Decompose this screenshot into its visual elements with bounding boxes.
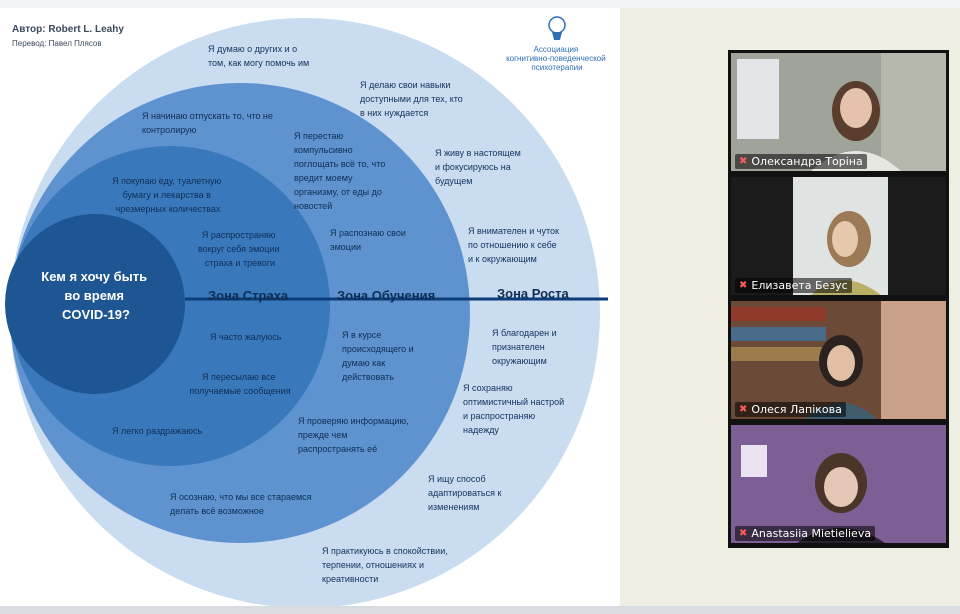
fear-zone-items: Я покупаю еду, туалетную бумагу и лекарс…	[112, 176, 291, 436]
logo-text: Ассоциация когнитивно-поведенческой псих…	[506, 45, 608, 72]
video-tile-participant[interactable]: ✖Anastasiia Mietielieva	[731, 425, 946, 543]
participant-name-label: ✖Олександра Торіна	[735, 154, 867, 169]
logo-bust-icon	[552, 32, 562, 40]
growth-item: Я делаю свои навыки доступными для тех, …	[360, 80, 465, 118]
growth-item: Я благодарен и признателен окружающим	[492, 328, 559, 366]
video-feed-2	[731, 177, 946, 295]
video-feed-3	[731, 301, 946, 419]
bottom-toolbar-strip	[0, 606, 960, 614]
learning-item: Я распознаю свои эмоции	[330, 228, 408, 252]
organization-logo: Ассоциация когнитивно-поведенческой псих…	[506, 16, 608, 72]
video-feed-1	[731, 53, 946, 171]
center-question: Кем я хочу быть во время COVID-19?	[41, 269, 150, 322]
video-tile-participant[interactable]: ✖Олеся Лапікова	[731, 301, 946, 419]
growth-zone-label: Зона Роста	[497, 286, 569, 301]
learning-item: Я осознаю, что мы все стараемся делать в…	[170, 492, 314, 516]
growth-item: Я практикуюсь в спокойствии, терпении, о…	[322, 546, 450, 584]
fear-item: Я пересылаю все получаемые сообщения	[189, 372, 290, 396]
learning-item: Я перестаю компульсивно поглощать всё то…	[294, 131, 388, 211]
growth-item: Я думаю о других и о том, как могу помоч…	[208, 44, 309, 68]
translation-text: Перевод: Павел Плясов	[12, 39, 102, 48]
muted-mic-icon: ✖	[739, 404, 748, 415]
author-text: Автор: Robert L. Leahy	[12, 24, 124, 35]
fear-item: Я распространяю вокруг себя эмоции страх…	[198, 230, 282, 268]
video-tile-participant[interactable]: ✖Олександра Торіна	[731, 53, 946, 171]
learning-zone-items: Я начинаю отпускать то, что не контролир…	[142, 111, 416, 516]
muted-mic-icon: ✖	[739, 280, 748, 291]
growth-zone-items: Я думаю о других и о том, как могу помоч…	[208, 44, 567, 584]
learning-item: Я начинаю отпускать то, что не контролир…	[142, 111, 275, 135]
participant-name-label: ✖Олеся Лапікова	[735, 402, 846, 417]
fear-zone-label: Зона Страха	[208, 288, 289, 303]
center-circle	[5, 214, 185, 394]
fear-item: Я покупаю еду, туалетную бумагу и лекарс…	[112, 176, 224, 214]
learning-zone-label: Зона Обучения	[337, 288, 435, 303]
fear-item: Я легко раздражаюсь	[112, 426, 202, 436]
video-feed-4	[731, 425, 946, 543]
learning-item: Я проверяю информацию, прежде чем распро…	[298, 416, 411, 454]
participant-name-label: ✖Елизавета Безус	[735, 278, 852, 293]
participants-video-grid: ✖Олександра Торіна ✖Елизавета Безус ✖Оле…	[728, 50, 949, 548]
muted-mic-icon: ✖	[739, 528, 748, 539]
growth-item: Я внимателен и чуток по отношению к себе…	[468, 226, 561, 264]
growth-item: Я сохраняю оптимистичный настрой и распр…	[463, 383, 567, 435]
zones-diagram: Автор: Robert L. Leahy Перевод: Павел Пл…	[5, 16, 608, 608]
shared-slide: Автор: Robert L. Leahy Перевод: Павел Пл…	[0, 8, 620, 608]
video-tile-participant[interactable]: ✖Елизавета Безус	[731, 177, 946, 295]
growth-item: Я живу в настоящем и фокусируюсь на буду…	[435, 148, 523, 186]
muted-mic-icon: ✖	[739, 156, 748, 167]
growth-item: Я ищу способ адаптироваться к изменениям	[428, 474, 504, 512]
learning-item: Я в курсе происходящего и думаю как дейс…	[342, 330, 416, 382]
fear-item: Я часто жалуюсь	[210, 332, 282, 342]
participant-name-label: ✖Anastasiia Mietielieva	[735, 526, 876, 541]
logo-emblem-icon	[548, 16, 566, 34]
